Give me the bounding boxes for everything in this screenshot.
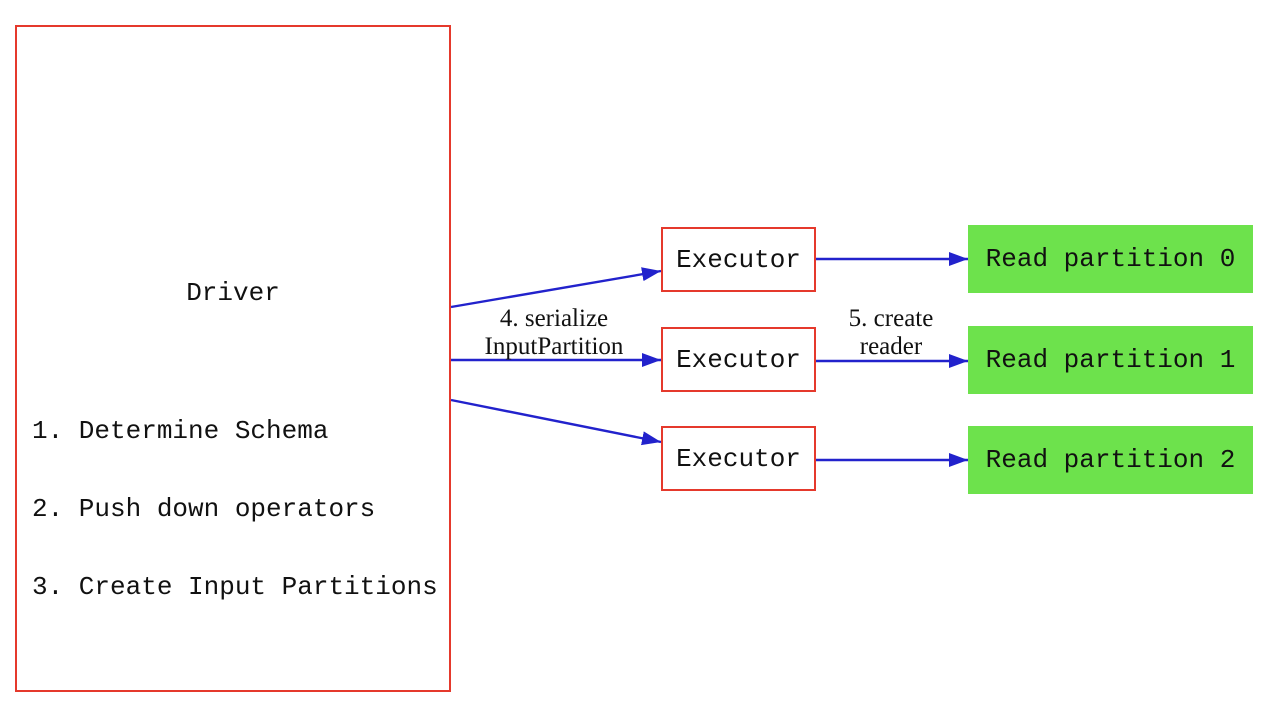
edge-label-reader-line2: reader (859, 333, 923, 360)
read-partition-2-label: Read partition 2 (985, 445, 1236, 475)
edge-label-serialize-inputpartition: 4. serialize InputPartition (469, 305, 639, 361)
driver-step-2: 2. Push down operators (32, 494, 376, 524)
read-partition-0-box: Read partition 0 (968, 225, 1253, 293)
edge-label-serialize-line2: InputPartition (484, 333, 624, 360)
driver-title: Driver (186, 278, 280, 308)
driver-steps-list: 1. Determine Schema 2. Push down operato… (32, 366, 438, 652)
executor-box-1: Executor (661, 227, 816, 292)
executor-1-label: Executor (676, 244, 801, 275)
driver-box: Driver 1. Determine Schema 2. Push down … (15, 25, 451, 692)
read-partition-2-box: Read partition 2 (968, 426, 1253, 494)
read-partition-1-label: Read partition 1 (985, 345, 1236, 375)
driver-step-1: 1. Determine Schema (32, 416, 329, 446)
read-partition-1-box: Read partition 1 (968, 326, 1253, 394)
executor-2-label: Executor (676, 344, 801, 375)
arrow-driver-to-executor-3 (450, 398, 662, 446)
driver-step-3: 3. Create Input Partitions (32, 572, 438, 602)
arrow-driver-to-executor-1 (450, 267, 662, 309)
executor-box-2: Executor (661, 327, 816, 392)
edge-label-reader-line1: 5. create (848, 305, 934, 332)
edge-label-serialize-line1: 4. serialize (499, 305, 609, 332)
executor-3-label: Executor (676, 443, 801, 474)
executor-box-3: Executor (661, 426, 816, 491)
read-partition-0-label: Read partition 0 (985, 244, 1236, 274)
edge-label-create-reader: 5. create reader (831, 305, 951, 361)
